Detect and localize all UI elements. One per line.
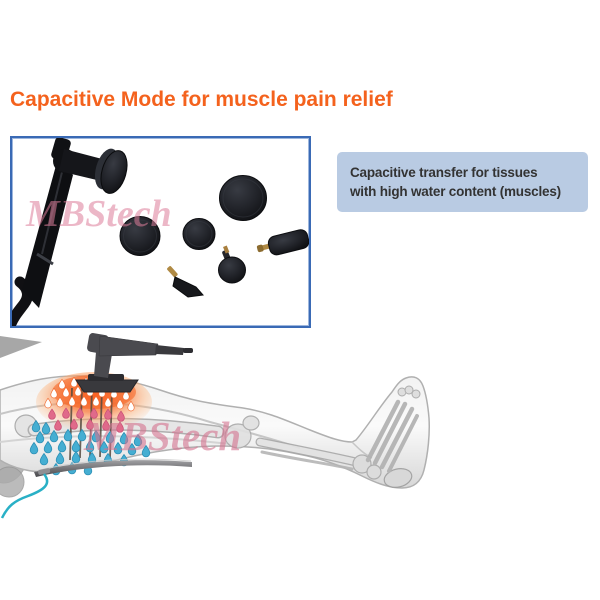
info-callout: Capacitive transfer for tissues with hig… <box>337 152 588 212</box>
handpiece-icon <box>12 138 128 326</box>
leg-illustration: MBStech <box>0 333 430 519</box>
electrode-plate-icon <box>256 229 309 256</box>
electrode-disc-medium-icon <box>119 216 161 256</box>
info-text-line: Capacitive transfer for tissues <box>350 165 538 180</box>
electrode-disc-small-icon <box>182 218 216 250</box>
rf-device-icon <box>75 333 193 393</box>
electrode-disc-large-icon <box>219 175 267 221</box>
product-photo-box: MBStech <box>10 136 311 328</box>
electrode-disc-capped-icon <box>218 245 246 284</box>
product-photo: MBStech <box>12 138 309 326</box>
device-cable <box>0 473 49 519</box>
leg-watermark: MBStech <box>83 413 241 459</box>
page-title: Capacitive Mode for muscle pain relief <box>10 88 393 111</box>
electrode-tip-icon <box>167 266 204 298</box>
info-text-line: with high water content (muscles) <box>350 184 561 199</box>
product-watermark: MBStech <box>25 193 172 235</box>
return-plate-icon <box>34 458 192 477</box>
